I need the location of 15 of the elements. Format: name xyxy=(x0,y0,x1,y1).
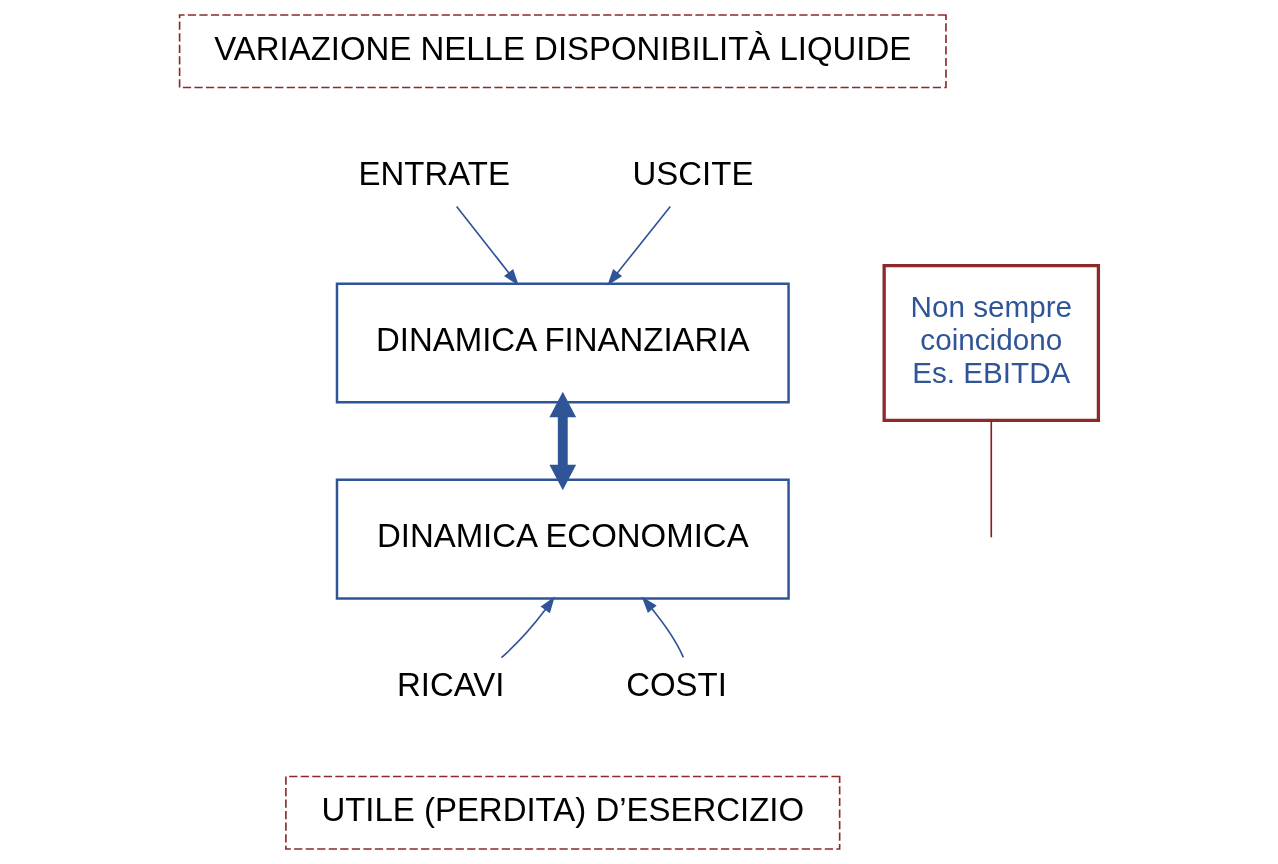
arrow xyxy=(641,596,685,659)
node-text: ENTRATE xyxy=(358,154,510,192)
node-box: UTILE (PERDITA) D’ESERCIZIO xyxy=(285,775,841,850)
node-text: COSTI xyxy=(626,665,727,703)
connector xyxy=(990,420,993,539)
node-box: DINAMICA ECONOMICA xyxy=(335,478,790,600)
arrow xyxy=(500,596,555,659)
arrow xyxy=(607,205,672,286)
node-box: VARIAZIONE NELLE DISPONIBILITÀ LIQUIDE xyxy=(178,14,947,89)
node-box: DINAMICA FINANZIARIA xyxy=(335,282,790,404)
node-text: RICAVI xyxy=(396,665,505,703)
node-box: Non sempre coincidono Es. EBITDA xyxy=(882,263,1101,423)
arrow xyxy=(549,391,577,491)
arrow xyxy=(455,205,519,286)
node-text: USCITE xyxy=(632,154,754,192)
